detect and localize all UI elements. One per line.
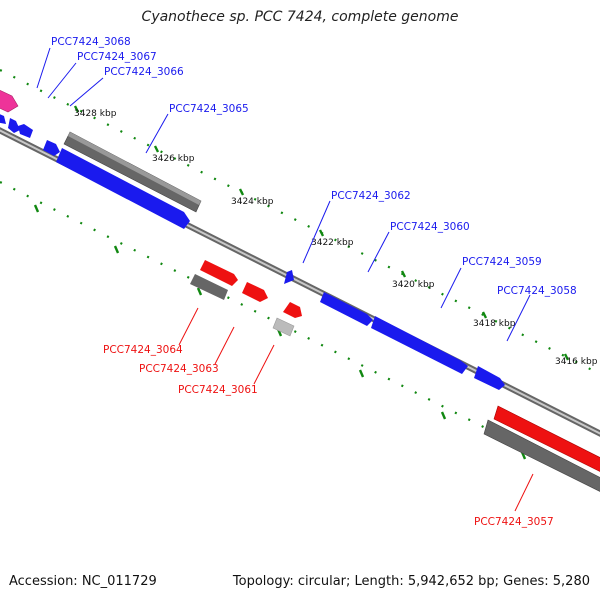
gene-label-3067[interactable]: PCC7424_3067 xyxy=(77,51,157,63)
gene-label-3061[interactable]: PCC7424_3061 xyxy=(178,384,258,396)
gene-3061[interactable] xyxy=(283,302,302,318)
gene-3058[interactable] xyxy=(474,366,505,390)
gene-label-3065[interactable]: PCC7424_3065 xyxy=(169,103,249,115)
gene-3057-grey[interactable] xyxy=(483,419,600,494)
accession-text: Accession: NC_011729 xyxy=(9,574,157,589)
gene-label-3064[interactable]: PCC7424_3064 xyxy=(103,344,183,356)
kbp-label: 3428 kbp xyxy=(74,109,117,119)
gene-3064-grey[interactable] xyxy=(190,274,228,300)
gene-3057[interactable] xyxy=(493,405,600,474)
kbp-label: 3416 kbp xyxy=(555,357,598,367)
gene-forward-small[interactable] xyxy=(18,124,33,138)
gene-label-3058[interactable]: PCC7424_3058 xyxy=(497,285,577,297)
kbp-label: 3422 kbp xyxy=(311,238,354,248)
gene-label-3060[interactable]: PCC7424_3060 xyxy=(390,221,470,233)
map-title: Cyanothece sp. PCC 7424, complete genome xyxy=(141,9,459,25)
gene-label-3059[interactable]: PCC7424_3059 xyxy=(462,256,542,268)
gene-3061-grey[interactable] xyxy=(272,317,295,337)
gene-label-3057[interactable]: PCC7424_3057 xyxy=(474,516,554,528)
gene-label-3068[interactable]: PCC7424_3068 xyxy=(51,36,131,48)
gene-3064[interactable] xyxy=(200,260,238,286)
gene-3065[interactable] xyxy=(56,148,190,229)
gene-3062[interactable] xyxy=(284,270,294,284)
gene-label-3066[interactable]: PCC7424_3066 xyxy=(104,66,184,78)
kbp-label: 3420 kbp xyxy=(392,280,435,290)
kbp-scale-labels: 3428 kbp 3426 kbp 3424 kbp 3422 kbp 3420… xyxy=(74,109,598,367)
gene-3060[interactable] xyxy=(320,292,373,326)
genome-summary-text: Topology: circular; Length: 5,942,652 bp… xyxy=(232,574,590,589)
gene-3059[interactable] xyxy=(371,316,468,374)
label-leaders xyxy=(36,47,534,512)
gene-3063[interactable] xyxy=(242,282,268,302)
kbp-label: 3418 kbp xyxy=(473,319,516,329)
kbp-label: 3424 kbp xyxy=(231,197,274,207)
kbp-label: 3426 kbp xyxy=(152,154,195,164)
gene-label-3062[interactable]: PCC7424_3062 xyxy=(331,190,411,202)
gene-highlight xyxy=(68,132,201,205)
gene-forward-small[interactable] xyxy=(0,112,6,124)
major-ticks xyxy=(33,105,570,460)
gene-label-3063[interactable]: PCC7424_3063 xyxy=(139,363,219,375)
gene-labels: PCC7424_3068 PCC7424_3067 PCC7424_3066 P… xyxy=(51,36,577,528)
gene-3066[interactable] xyxy=(43,140,60,156)
gene-pink[interactable] xyxy=(0,88,19,113)
gene-forward-small[interactable] xyxy=(8,118,20,133)
